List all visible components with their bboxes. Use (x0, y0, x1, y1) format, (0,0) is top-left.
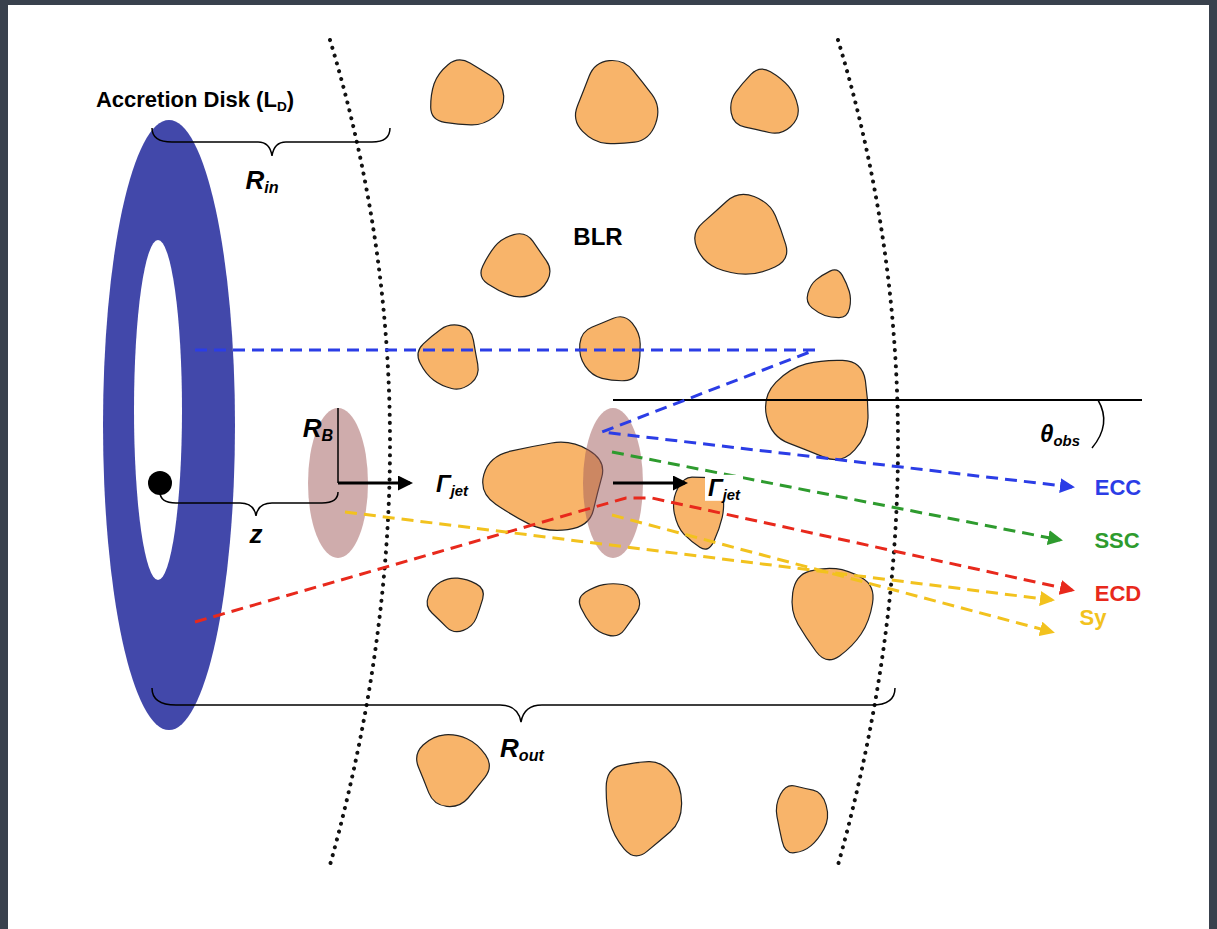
blr-cloud (579, 584, 639, 636)
lorentz-factor-label: Γjet (436, 471, 468, 497)
photon-path (195, 350, 1072, 487)
jet-arrow (613, 482, 685, 485)
blr-cloud (431, 60, 504, 125)
blr-cloud (580, 317, 641, 381)
black-hole (148, 471, 172, 495)
angle-label: θobs (1040, 421, 1080, 447)
z-brace (160, 492, 338, 516)
process-label: SSC (1094, 529, 1139, 553)
subscript: in (264, 178, 278, 196)
region-label: BLR (573, 224, 622, 250)
photon-path (612, 452, 1060, 540)
process-label: ECD (1095, 582, 1141, 606)
rin-brace (152, 128, 390, 156)
subscript: jet (451, 483, 468, 499)
dimension-label: Rin (245, 166, 278, 195)
blr-cloud (427, 578, 483, 632)
subscript: B (322, 426, 334, 444)
photon-path (612, 515, 1052, 632)
process-label: ECC (1095, 476, 1141, 500)
subscript: D (277, 99, 287, 114)
subscript: jet (723, 487, 740, 503)
subscript: out (519, 746, 544, 764)
accretion-disk-outline (103, 120, 235, 730)
disk-heading: Accretion Disk (LD) (96, 88, 294, 112)
subscript: obs (1053, 433, 1079, 449)
accretion-disk: Accretion Disk (LD) (103, 120, 235, 730)
dimension-label: Rout (500, 734, 544, 763)
jet-arrow (338, 482, 410, 485)
blr-cloud (695, 194, 787, 274)
jet-axis-line (613, 399, 1142, 401)
angle-arc (1092, 400, 1104, 448)
rout-brace (152, 688, 895, 722)
dimension-label: z (250, 520, 263, 549)
radius-line (337, 408, 339, 483)
blr-cloud (807, 270, 850, 318)
blr-cloud (731, 69, 799, 133)
blr-cloud (606, 762, 681, 856)
blr-cloud (776, 786, 827, 853)
blr-cloud (417, 735, 490, 807)
photon-path (195, 498, 1072, 622)
blr-cloud (418, 325, 478, 389)
photon-path (345, 512, 1052, 600)
disk-hole (134, 240, 182, 580)
dimension-label: RB (303, 414, 333, 443)
blr-cloud (766, 360, 868, 459)
process-label: Sy (1080, 606, 1107, 630)
disk-shape (103, 120, 235, 730)
lorentz-factor-label: Γjet (705, 475, 743, 501)
blr-cloud (575, 60, 657, 143)
blr-cloud (481, 234, 550, 297)
